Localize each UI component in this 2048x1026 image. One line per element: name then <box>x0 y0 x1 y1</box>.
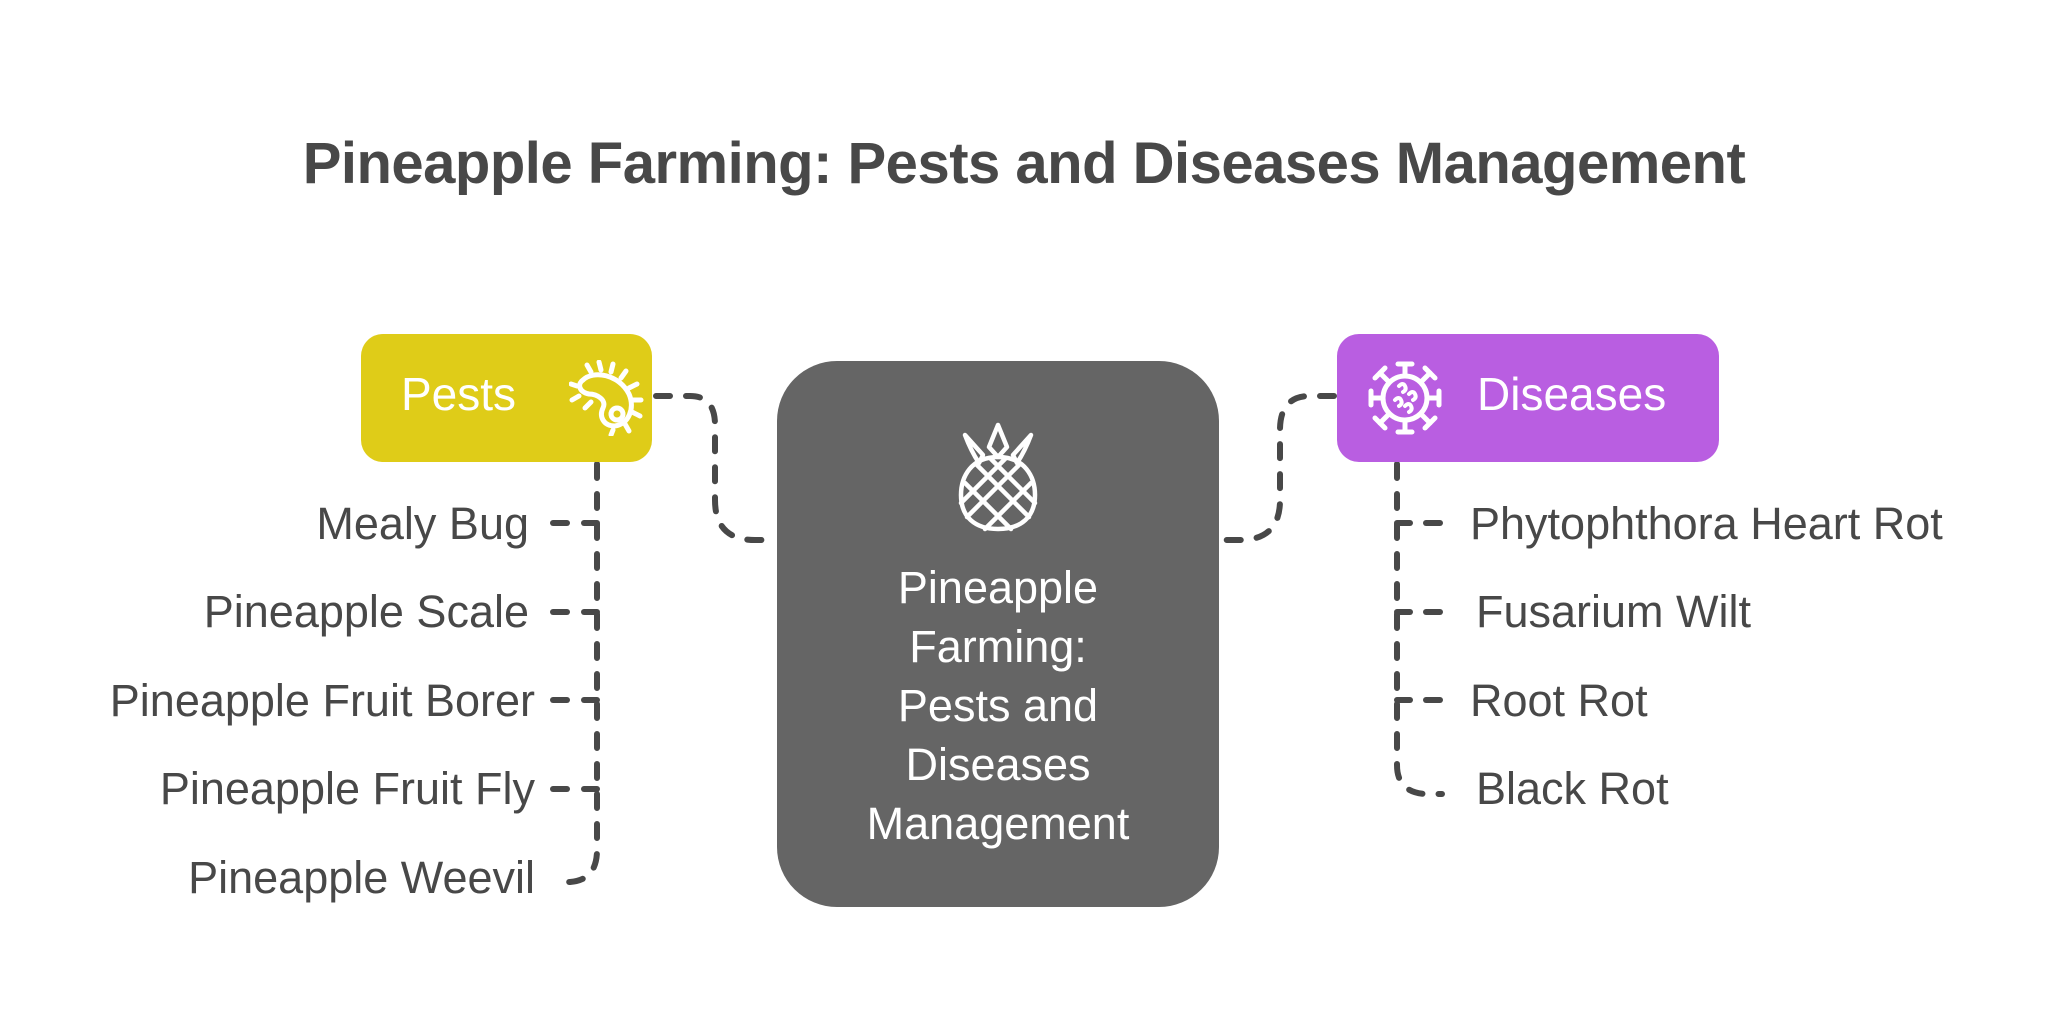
pineapple-icon <box>958 422 1038 532</box>
pest-item: Pineapple Fruit Fly <box>159 763 535 814</box>
center-node[interactable]: Pineapple Farming: Pests and Diseases Ma… <box>777 361 1219 907</box>
pest-item: Pineapple Weevil <box>188 852 535 903</box>
diseases-node[interactable]: Diseases <box>1337 334 1719 462</box>
center-label: Pineapple Farming: Pests and Diseases Ma… <box>866 562 1130 849</box>
disease-item: Root Rot <box>1470 675 1648 726</box>
pests-node[interactable]: Pests <box>361 334 652 462</box>
diseases-label: Diseases <box>1477 368 1667 420</box>
connector-pests-spine <box>553 461 600 885</box>
pest-item: Mealy Bug <box>316 498 529 549</box>
disease-item: Phytophthora Heart Rot <box>1470 498 1943 549</box>
connector-pests-center <box>653 393 780 543</box>
connector-diseases-center <box>1216 393 1337 543</box>
pest-item: Pineapple Scale <box>203 586 529 637</box>
pest-item: Pineapple Fruit Borer <box>109 675 535 726</box>
page-title: Pineapple Farming: Pests and Diseases Ma… <box>302 131 1746 196</box>
connector-diseases-spine <box>1394 461 1445 797</box>
disease-item: Black Rot <box>1476 763 1669 814</box>
disease-item: Fusarium Wilt <box>1476 586 1752 637</box>
virus-icon <box>1368 361 1442 435</box>
pests-label: Pests <box>401 368 517 420</box>
pest-larva-icon <box>569 360 644 436</box>
